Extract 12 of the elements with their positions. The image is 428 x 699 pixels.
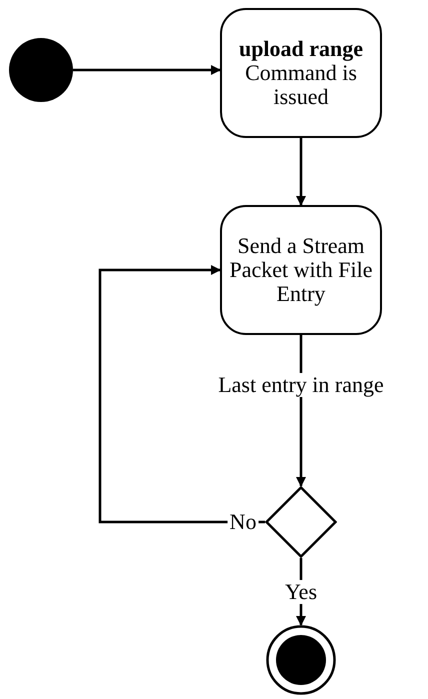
initial-node	[9, 38, 73, 102]
activity-text: Send a Stream Packet with File Entry	[228, 234, 374, 306]
final-node	[266, 625, 336, 695]
decision-diamond	[265, 486, 337, 558]
activity-box	[220, 8, 382, 138]
edge-label: Last entry in range	[216, 373, 386, 397]
activity-box	[220, 205, 382, 335]
activity-text: upload range Command is issued	[238, 36, 364, 110]
arrow	[73, 65, 221, 75]
arrow	[296, 138, 306, 206]
arrow	[98, 265, 265, 524]
edge-label: Yes	[283, 580, 319, 604]
